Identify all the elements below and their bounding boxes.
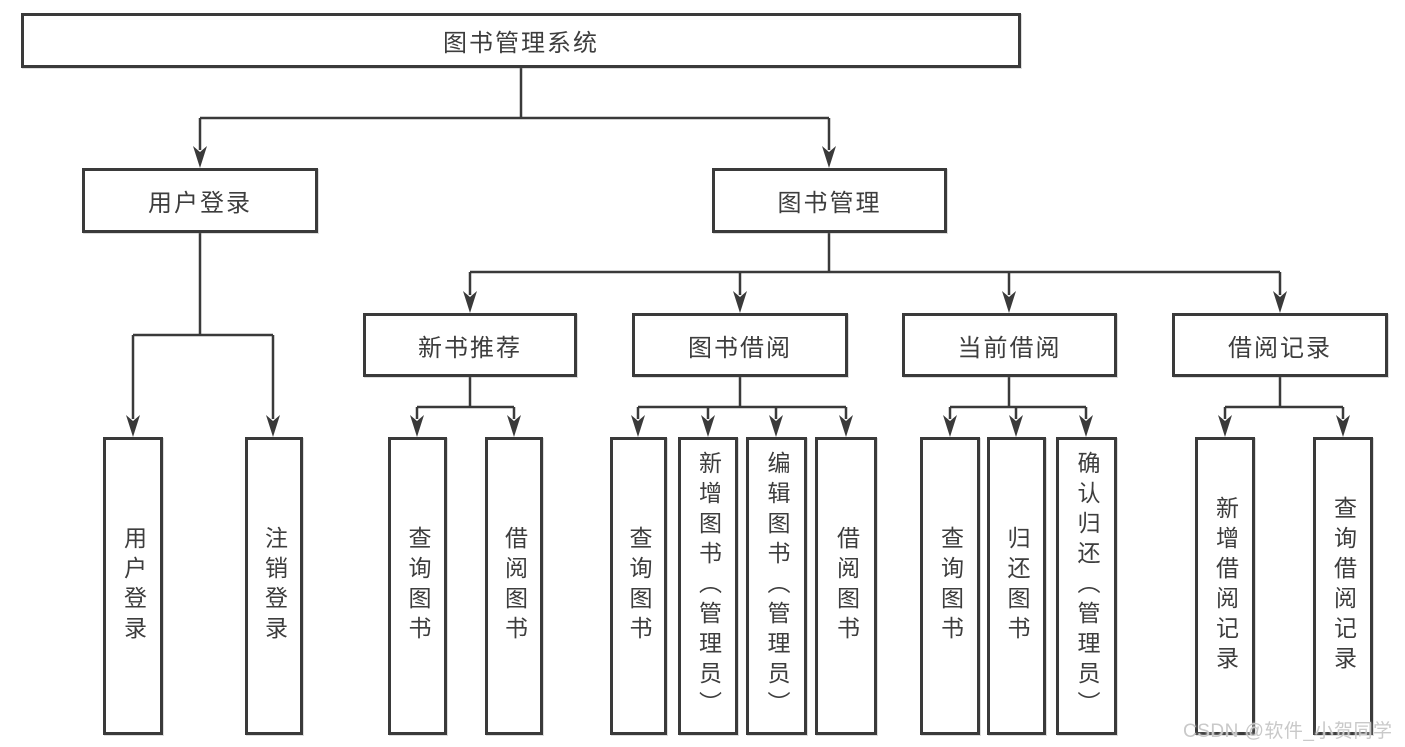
leaf-query-borrow-record: 查询借阅记录 [1313, 437, 1373, 735]
arrowhead-icon [1002, 291, 1016, 313]
leaf-query-book-borrow: 查询图书 [610, 437, 667, 735]
node-label: 注销登录 [261, 526, 288, 646]
arrowhead-icon [1079, 415, 1093, 437]
node-book-management: 图书管理 [712, 168, 947, 233]
arrowhead-icon [507, 415, 521, 437]
node-label: 新增图书（管理员） [695, 451, 722, 721]
arrowhead-icon [733, 291, 747, 313]
node-label: 借阅图书 [833, 526, 860, 646]
node-label: 图书借阅 [688, 334, 792, 362]
leaf-add-borrow-record: 新增借阅记录 [1195, 437, 1255, 735]
node-label: 图书管理系统 [443, 30, 599, 57]
node-label: 当前借阅 [957, 334, 1062, 362]
leaf-confirm-return-admin: 确认归还（管理员） [1056, 437, 1117, 735]
node-borrow-records: 借阅记录 [1172, 313, 1388, 377]
arrowhead-icon [822, 146, 836, 168]
node-label: 查询借阅记录 [1330, 496, 1357, 676]
node-label: 查询图书 [937, 526, 964, 646]
node-label: 用户登录 [120, 526, 147, 646]
arrowhead-icon [463, 291, 477, 313]
arrowhead-icon [126, 415, 140, 437]
leaf-edit-book-admin: 编辑图书（管理员） [746, 437, 807, 735]
arrowhead-icon [1336, 415, 1350, 437]
node-library-management-system: 图书管理系统 [21, 13, 1021, 68]
node-new-book-recommend: 新书推荐 [363, 313, 577, 377]
arrowhead-icon [1009, 415, 1023, 437]
leaf-query-book-current: 查询图书 [920, 437, 980, 735]
arrowhead-icon [769, 415, 783, 437]
arrowhead-icon [266, 415, 280, 437]
arrowhead-icon [631, 415, 645, 437]
watermark: CSDN @软件_小贺同学 [1183, 721, 1393, 742]
node-label: 用户登录 [148, 190, 252, 217]
node-book-borrow: 图书借阅 [632, 313, 848, 377]
node-label: 新增借阅记录 [1212, 496, 1239, 676]
node-label: 借阅图书 [501, 526, 528, 646]
node-label: 查询图书 [626, 526, 652, 646]
leaf-logout: 注销登录 [245, 437, 303, 735]
leaf-add-book-admin: 新增图书（管理员） [678, 437, 738, 735]
node-current-borrow: 当前借阅 [902, 313, 1117, 377]
leaf-borrow-book-recommend: 借阅图书 [485, 437, 543, 735]
node-user-login-group: 用户登录 [82, 168, 318, 233]
node-label: 借阅记录 [1228, 334, 1332, 362]
node-label: 编辑图书（管理员） [764, 451, 790, 721]
leaf-borrow-book: 借阅图书 [815, 437, 877, 735]
arrowhead-icon [839, 415, 853, 437]
node-label: 归还图书 [1004, 526, 1030, 646]
node-label: 查询图书 [405, 526, 431, 646]
arrowhead-icon [193, 146, 207, 168]
arrowhead-icon [410, 415, 424, 437]
leaf-user-login: 用户登录 [103, 437, 163, 735]
node-label: 确认归还（管理员） [1074, 451, 1100, 721]
arrowhead-icon [701, 415, 715, 437]
leaf-return-book: 归还图书 [987, 437, 1046, 735]
node-label: 图书管理 [777, 190, 882, 217]
arrowhead-icon [1273, 291, 1287, 313]
arrowhead-icon [1218, 415, 1232, 437]
arrowhead-icon [943, 415, 957, 437]
node-label: 新书推荐 [418, 334, 522, 362]
leaf-query-book-recommend: 查询图书 [388, 437, 447, 735]
